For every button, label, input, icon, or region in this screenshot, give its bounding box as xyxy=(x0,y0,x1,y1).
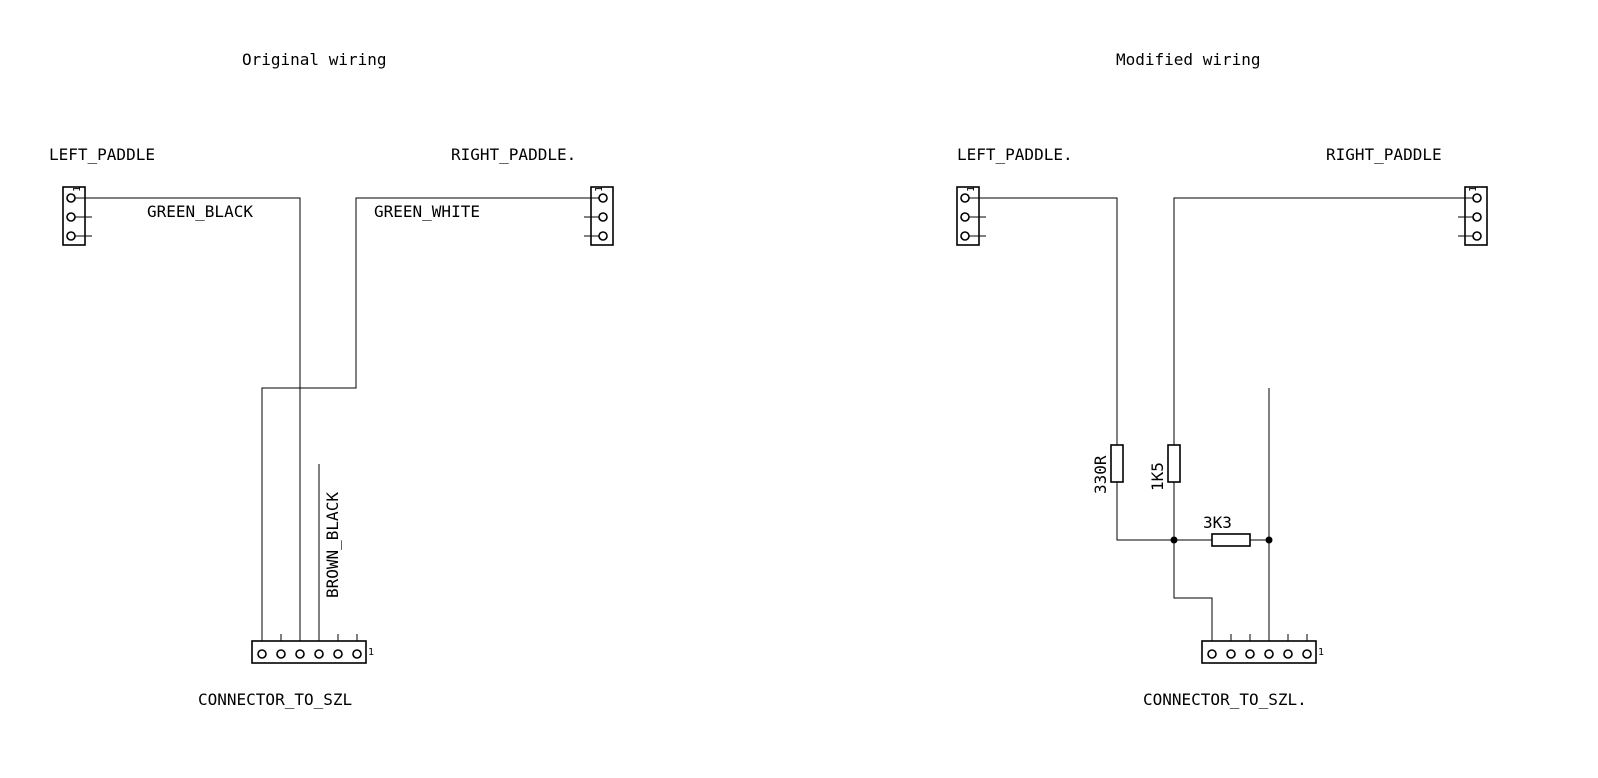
modified-wire-330r-to-node xyxy=(1116,482,1174,541)
original-wire-green-black xyxy=(92,197,301,640)
original-connector-label: CONNECTOR_TO_SZL xyxy=(198,690,352,709)
resistor-3k3-label: 3K3 xyxy=(1203,513,1232,532)
modified-junction-left xyxy=(1170,536,1178,544)
modified-wiring-section: Modified wiring LEFT_PADDLE. RIGHT_PADDL… xyxy=(956,50,1488,709)
original-wire-label-green-black: GREEN_BLACK xyxy=(147,202,253,221)
resistor-330r-label: 330R xyxy=(1091,455,1110,494)
modified-left-paddle-label: LEFT_PADDLE. xyxy=(957,145,1073,164)
original-right-pin1-label: 1 xyxy=(594,186,605,192)
modified-wire-left xyxy=(986,197,1118,445)
modified-junction-right xyxy=(1265,536,1273,544)
resistor-1k5: 1K5 xyxy=(1148,444,1181,491)
modified-connector-label: CONNECTOR_TO_SZL. xyxy=(1143,690,1307,709)
original-title: Original wiring xyxy=(242,50,387,69)
modified-left-pin1-label: 1 xyxy=(966,186,977,192)
modified-wire-right xyxy=(1173,197,1458,445)
modified-title: Modified wiring xyxy=(1116,50,1261,69)
original-wire-label-brown-black: BROWN_BLACK xyxy=(323,492,342,598)
modified-right-pin1-label: 1 xyxy=(1468,186,1479,192)
original-left-pin1-label: 1 xyxy=(72,186,83,192)
modified-right-paddle-label: RIGHT_PADDLE xyxy=(1326,145,1442,164)
modified-connector-to-szl: 1 xyxy=(1201,634,1324,664)
original-connector-to-szl: 1 xyxy=(251,634,374,664)
original-wire-green-white xyxy=(261,197,584,640)
resistor-3k3: 3K3 xyxy=(1203,513,1251,547)
original-wiring-section: Original wiring LEFT_PADDLE RIGHT_PADDLE… xyxy=(49,50,614,709)
original-connector-pin1-label: 1 xyxy=(368,647,374,658)
original-left-paddle-label: LEFT_PADDLE xyxy=(49,145,155,164)
original-right-paddle-label: RIGHT_PADDLE. xyxy=(451,145,576,164)
original-left-paddle-connector: 1 xyxy=(62,186,92,246)
original-right-paddle-connector: 1 xyxy=(584,186,614,246)
modified-right-paddle-connector: 1 xyxy=(1458,186,1488,246)
resistor-1k5-label: 1K5 xyxy=(1148,462,1167,491)
modified-connector-pin1-label: 1 xyxy=(1318,647,1324,658)
resistor-330r: 330R xyxy=(1091,444,1124,494)
modified-left-paddle-connector: 1 xyxy=(956,186,986,246)
original-wire-label-green-white: GREEN_WHITE xyxy=(374,202,480,221)
modified-wire-node-to-connector xyxy=(1173,540,1213,640)
